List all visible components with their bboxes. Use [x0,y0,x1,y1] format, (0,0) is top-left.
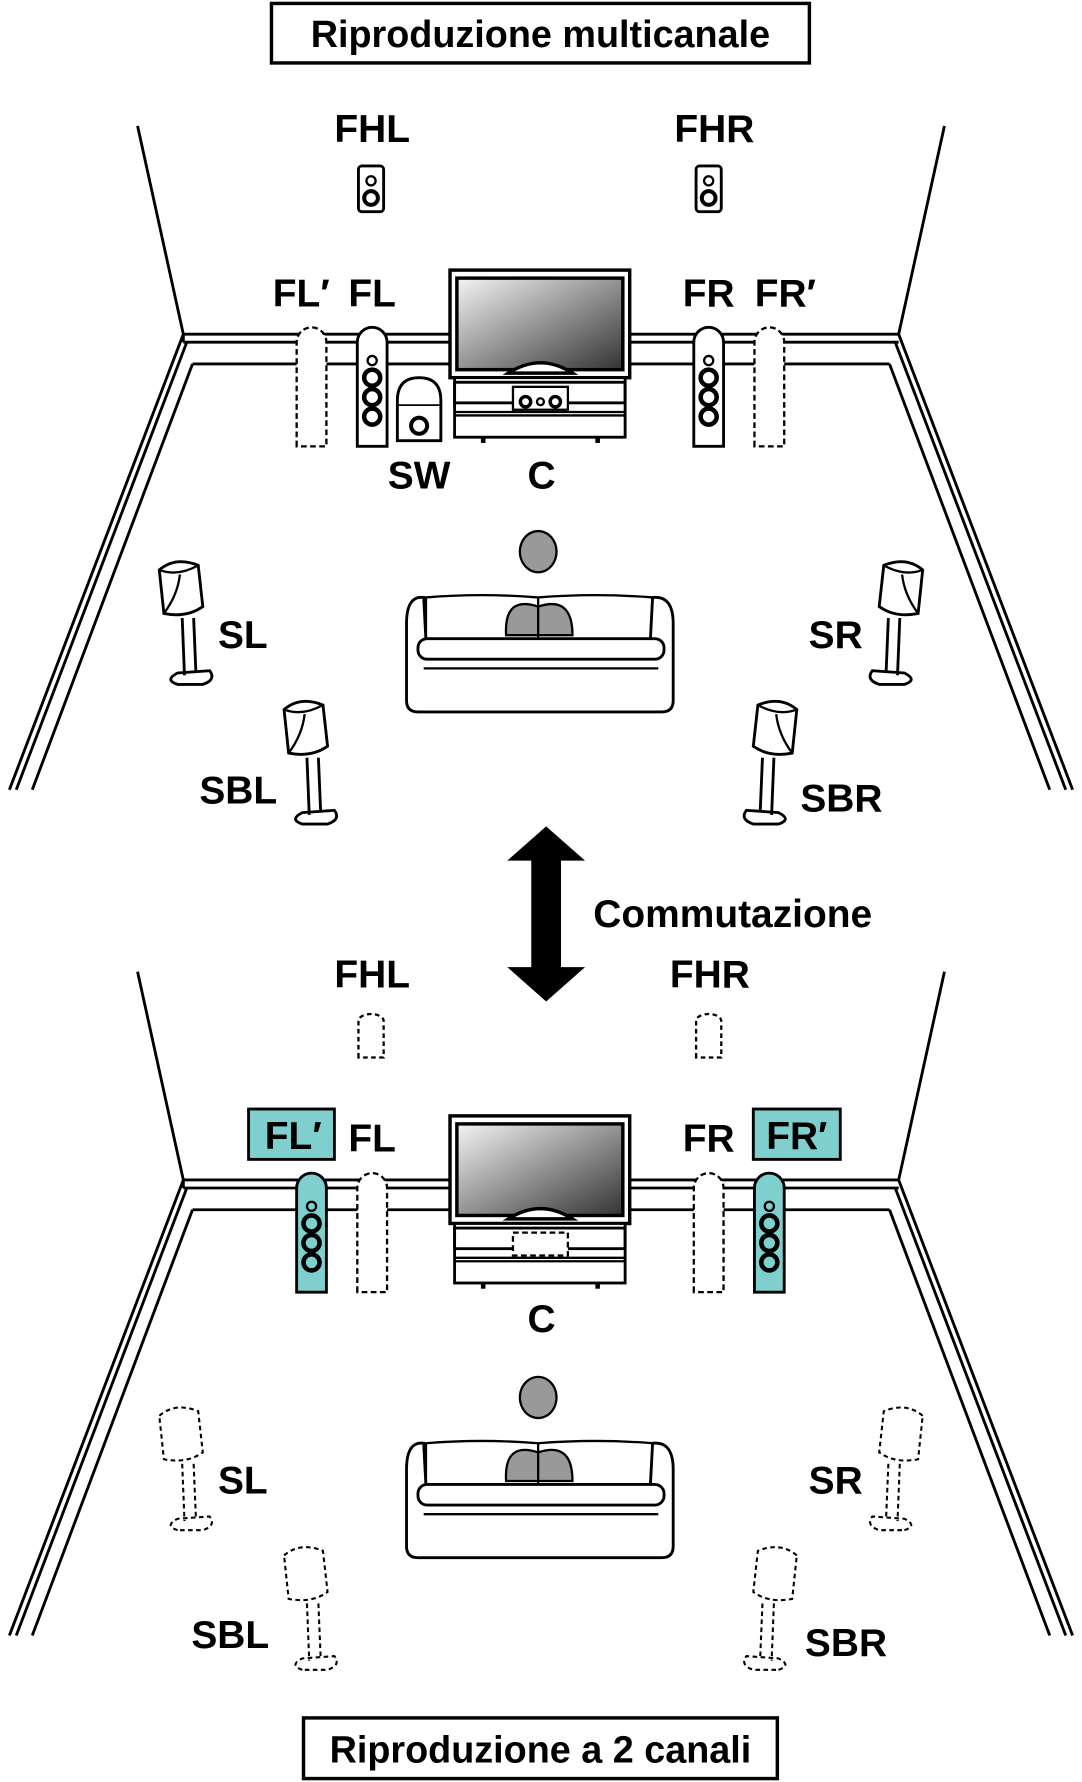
label-fl: FL [348,273,396,316]
label-sr: SR [809,614,863,657]
flp-highlight-box [247,1107,336,1161]
fl-speaker-dashed-icon [356,1171,389,1294]
switch-label: Commutazione [593,893,872,936]
sbr-speaker-dashed-icon [743,1546,798,1671]
label-fhl: FHL [334,108,410,151]
fhl-speaker-dashed-icon [357,1012,385,1059]
label-fhl: FHL [334,954,410,997]
frp-speaker-active-icon [754,1173,784,1292]
fr-speaker-icon [694,327,724,446]
sofa-listener-icon [405,1375,675,1560]
label-fr: FR [683,1117,735,1160]
flp-speaker-active-icon [297,1173,327,1292]
title-multichannel: Riproduzione multicanale [311,14,770,56]
two-channel-section: FHL FHR FL′ FL FR FR′ C SL SR SBL SBR Ri… [7,954,1075,1781]
label-sbl: SBL [199,769,277,812]
label-fl: FL [348,1117,396,1160]
fhr-speaker-dashed-icon [694,1012,723,1059]
label-sbr: SBR [800,777,882,820]
label-frp: FR′ [766,1115,827,1158]
sbl-speaker-icon [282,699,339,826]
center-speaker-icon [511,385,570,411]
switch-arrow: Commutazione [507,826,872,1002]
subwoofer-icon [395,376,443,443]
center-speaker-dashed-icon [511,1231,570,1257]
frp-speaker-dashed-icon [753,326,786,448]
fhl-speaker-icon [358,166,383,212]
label-flp: FL′ [265,1115,322,1158]
title-box-bottom [301,1716,780,1781]
sr-speaker-dashed-icon [869,1406,924,1532]
multichannel-section: Riproduzione multicanale FHL FHR FL′ FL … [7,1,1075,826]
title-box-top [269,1,812,65]
sbl-speaker-dashed-icon [283,1546,338,1671]
label-sbr: SBR [805,1622,887,1665]
title-two-channel: Riproduzione a 2 canali [330,1730,752,1772]
tv-icon [448,1114,632,1291]
label-c: C [528,1298,556,1341]
label-sl: SL [218,614,268,657]
label-c: C [528,455,556,498]
label-fhr: FHR [674,108,754,151]
tv-icon [448,268,632,445]
label-frp: FR′ [755,273,816,316]
flp-speaker-dashed-icon [295,326,328,448]
fhr-speaker-icon [696,166,721,212]
sbr-speaker-icon [742,699,799,826]
label-fhr: FHR [670,954,750,997]
label-sl: SL [218,1460,268,1503]
label-sr: SR [809,1460,863,1503]
label-fr: FR [683,273,735,316]
sr-speaker-icon [868,560,925,686]
double-arrow-icon [507,826,586,1002]
sl-speaker-icon [157,560,214,686]
label-sbl: SBL [191,1614,269,1657]
sl-speaker-dashed-icon [158,1406,213,1532]
frp-highlight-box [751,1107,842,1161]
label-sw: SW [388,455,451,498]
sofa-listener-icon [405,529,675,714]
fl-speaker-icon [357,327,387,446]
fr-speaker-dashed-icon [692,1171,725,1294]
label-flp: FL′ [273,273,330,316]
